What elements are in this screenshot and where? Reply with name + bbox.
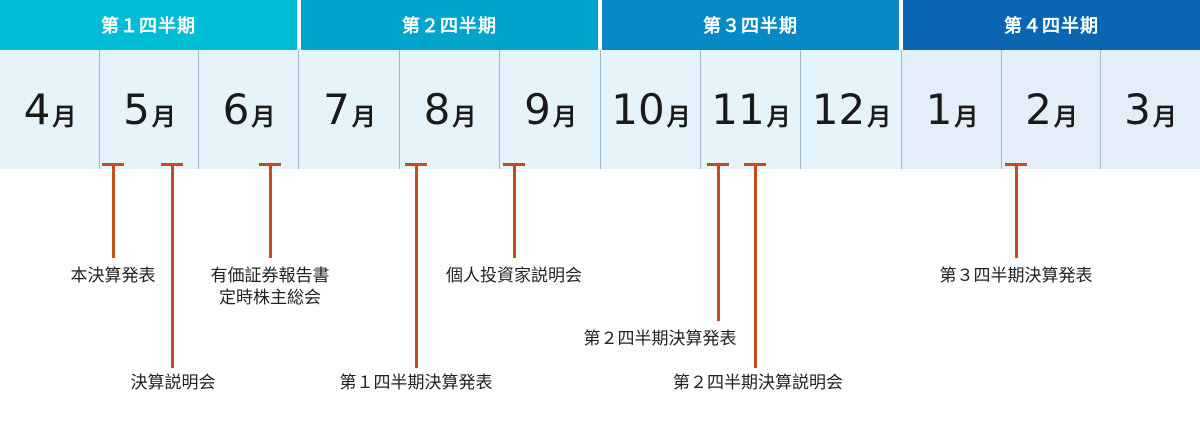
month-number: 10 (611, 85, 665, 134)
event-line (754, 163, 757, 368)
month-unit: 月 (1053, 103, 1078, 131)
event-label-q2-results: 第２四半期決算発表 (583, 329, 737, 349)
month-unit: 月 (954, 103, 979, 131)
month-unit: 月 (251, 103, 276, 131)
event-line (1015, 163, 1018, 258)
month-unit: 月 (1152, 103, 1177, 131)
month-number: 7 (323, 85, 350, 134)
event-line (415, 163, 418, 368)
month-unit: 月 (351, 103, 376, 131)
event-label-results-briefing: 決算説明会 (130, 373, 216, 393)
month-unit: 月 (766, 103, 791, 131)
quarter-header-row: 第１四半期 第２四半期 第３四半期 第４四半期 (0, 0, 1200, 50)
event-line (269, 163, 272, 258)
month-number: 8 (423, 85, 451, 134)
event-label-q3-results: 第３四半期決算発表 (939, 266, 1093, 286)
quarter-1-header: 第１四半期 (0, 0, 297, 50)
month-number: 4 (23, 85, 51, 134)
event-label-q1-results: 第１四半期決算発表 (339, 373, 493, 393)
month-divider (901, 50, 902, 169)
quarter-4-header: 第４四半期 (903, 0, 1200, 50)
month-unit: 月 (452, 103, 477, 131)
month-number: 12 (811, 85, 866, 134)
event-label-annual-results: 本決算発表 (70, 266, 156, 286)
event-label-q2-briefing: 第２四半期決算説明会 (673, 373, 843, 393)
month-number: 5 (123, 85, 150, 134)
month-divider (399, 50, 400, 169)
month-number: 9 (524, 85, 551, 134)
month-unit: 月 (867, 103, 892, 131)
event-line (112, 163, 115, 258)
month-divider (800, 50, 801, 169)
month-divider (1001, 50, 1002, 169)
month-divider (499, 50, 500, 169)
month-number: 2 (1025, 85, 1052, 134)
event-line (513, 163, 516, 258)
month-number: 1 (925, 85, 953, 134)
event-line (717, 163, 720, 321)
event-label-securities-report: 有価証券報告書 定時株主総会 (210, 266, 330, 308)
month-divider (700, 50, 701, 169)
month-number: 3 (1124, 85, 1151, 134)
month-unit: 月 (151, 103, 176, 131)
event-label-retail-investor-briefing: 個人投資家説明会 (446, 266, 582, 286)
event-line (171, 163, 174, 368)
month-divider (99, 50, 100, 169)
quarter-2-header: 第２四半期 (301, 0, 598, 50)
month-divider (298, 50, 299, 169)
month-unit: 月 (666, 103, 691, 131)
month-number: 6 (222, 85, 250, 134)
month-divider (198, 50, 199, 169)
month-unit: 月 (552, 103, 577, 131)
month-unit: 月 (52, 103, 77, 131)
month-number: 11 (711, 85, 765, 134)
month-divider (1100, 50, 1101, 169)
quarter-3-header: 第３四半期 (602, 0, 899, 50)
month-divider (600, 50, 601, 169)
